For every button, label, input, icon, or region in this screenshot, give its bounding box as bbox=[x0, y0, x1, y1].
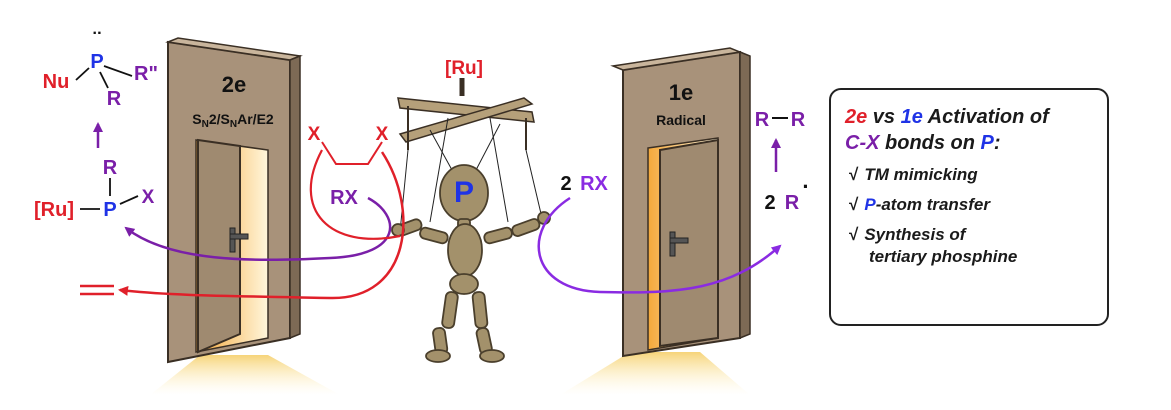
dimer-r2: R bbox=[791, 109, 806, 131]
arrow-dihalide-to-alkene bbox=[118, 151, 405, 300]
lone-pair: ¨ bbox=[93, 27, 101, 52]
dimer-r1: R bbox=[755, 109, 770, 131]
right-door-handle bbox=[669, 231, 676, 257]
x-mid: X bbox=[142, 187, 155, 208]
rx-right-label: RX bbox=[580, 173, 608, 195]
puppet-figure: P bbox=[391, 164, 551, 363]
nu-label: Nu bbox=[43, 71, 70, 93]
radical-r: R bbox=[785, 192, 800, 214]
left-door-leaf bbox=[197, 138, 241, 354]
right-door-subtitle: Radical bbox=[656, 112, 706, 128]
puppet-control: [Ru] bbox=[397, 58, 543, 233]
dihalide-reagent: X X bbox=[308, 124, 389, 165]
radical-coefficient: 2 bbox=[764, 192, 775, 214]
summary-item-p-atom-transfer: √P-atom transfer bbox=[849, 195, 990, 214]
r-mid: R bbox=[103, 157, 118, 179]
ru-phosphorus-complex: [Ru] P R X bbox=[34, 157, 155, 221]
left-door-title: 2e bbox=[222, 72, 246, 97]
control-bar-1 bbox=[397, 97, 535, 123]
phosphorus-mid: P bbox=[103, 199, 116, 221]
tertiary-phosphine-product: ¨ Nu P R R" bbox=[43, 27, 158, 110]
dimer-product: R R bbox=[755, 109, 806, 131]
summary-item-tm-mimicking: √TM mimicking bbox=[849, 165, 978, 184]
right-door-leaf bbox=[659, 138, 719, 348]
left-door-handle bbox=[229, 227, 236, 253]
ru-label: [Ru] bbox=[34, 199, 74, 221]
right-door-light-floor bbox=[560, 352, 750, 395]
curve-dihalide-left bbox=[309, 149, 401, 240]
r-top: R bbox=[107, 88, 122, 110]
puppet-torso bbox=[447, 223, 483, 277]
radical-product: 2 R · bbox=[764, 174, 809, 214]
radical-dot: · bbox=[802, 174, 809, 199]
rx-left-label: RX bbox=[330, 187, 358, 209]
puppet-head-label: P bbox=[454, 176, 474, 209]
right-door-title: 1e bbox=[669, 80, 693, 105]
control-bar-2 bbox=[398, 97, 534, 143]
left-door: 2e SN2/SNAr/E2 bbox=[150, 37, 340, 395]
left-door-mechanism: SN2/SNAr/E2 bbox=[192, 111, 274, 130]
phosphorus-top: P bbox=[90, 51, 103, 73]
arrow-rx-to-radical bbox=[537, 196, 782, 294]
alkene-product bbox=[80, 284, 114, 296]
r-double-prime: R" bbox=[134, 63, 158, 85]
right-door: 1e Radical bbox=[560, 47, 751, 395]
dihalide-x-right: X bbox=[376, 124, 389, 145]
dihalide-x-left: X bbox=[308, 124, 321, 145]
puppeteer-label: [Ru] bbox=[445, 58, 483, 79]
left-door-light-floor bbox=[150, 355, 340, 395]
rx-right-coefficient: 2 bbox=[560, 173, 571, 195]
arrow-rx-to-ru-complex bbox=[124, 196, 392, 262]
